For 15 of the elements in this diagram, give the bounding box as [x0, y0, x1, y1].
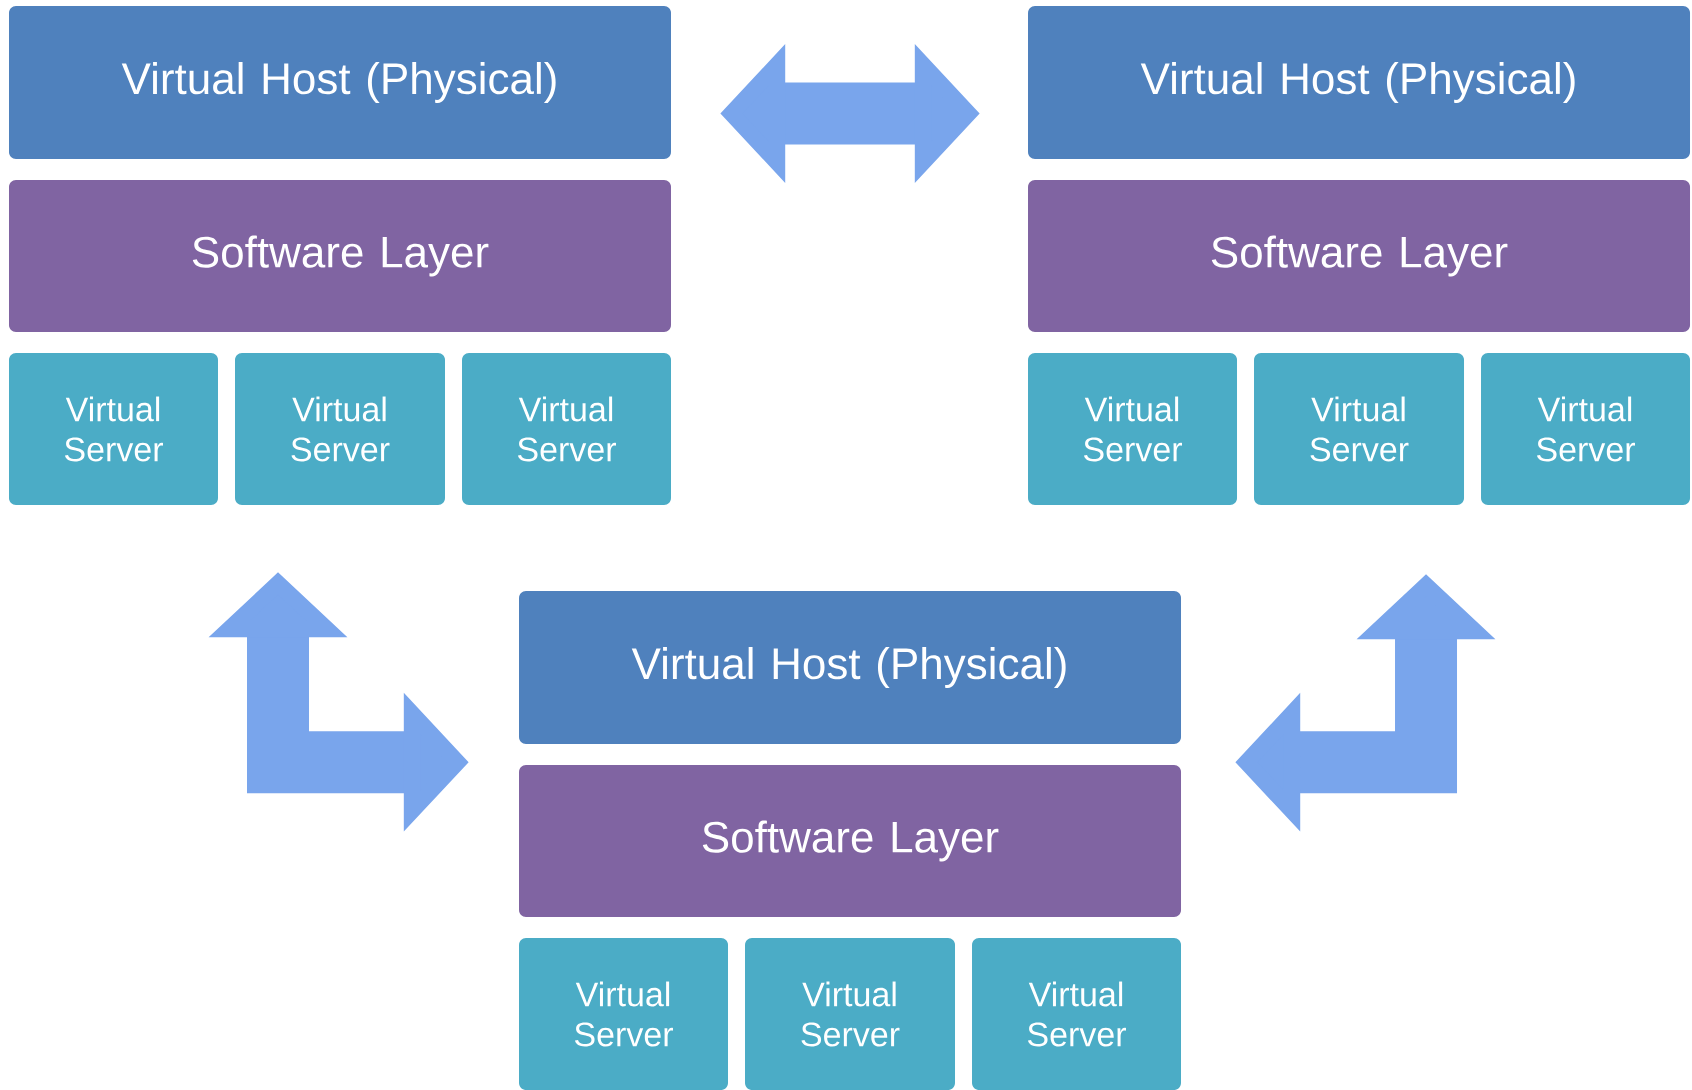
virtual-server-box: Virtual Server	[462, 353, 671, 505]
host-box: Virtual Host (Physical)	[1028, 6, 1690, 159]
virtual-server-box: Virtual Server	[9, 353, 218, 505]
virtual-server-box: Virtual Server	[1481, 353, 1690, 505]
virtual-server-box: Virtual Server	[972, 938, 1181, 1090]
virtual-server-box: Virtual Server	[519, 938, 728, 1090]
host-box: Virtual Host (Physical)	[9, 6, 671, 159]
virtual-server-box: Virtual Server	[745, 938, 955, 1090]
virtual-server-box: Virtual Server	[1028, 353, 1237, 505]
software-layer-box: Software Layer	[519, 765, 1181, 917]
host-box: Virtual Host (Physical)	[519, 591, 1181, 744]
software-layer-box: Software Layer	[9, 180, 671, 332]
virtual-server-box: Virtual Server	[1254, 353, 1464, 505]
software-layer-box: Software Layer	[1028, 180, 1690, 332]
virtual-server-box: Virtual Server	[235, 353, 445, 505]
